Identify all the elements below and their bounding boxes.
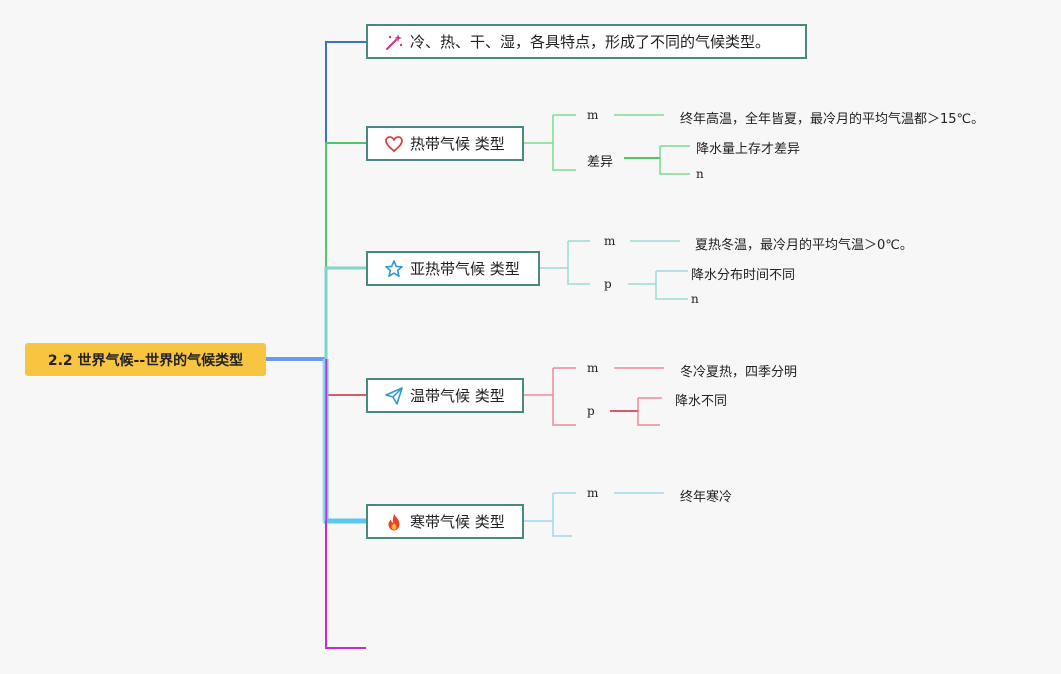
subtropical-sub-m-text[interactable]: 夏热冬温，最冷月的平均气温＞0℃。 — [695, 238, 913, 253]
branch-subtropical[interactable]: 亚热带气候 类型 — [366, 251, 540, 286]
subtropical-connector — [324, 266, 366, 359]
star-icon — [384, 259, 404, 279]
tropical-sub-m[interactable]: m — [587, 108, 599, 122]
subtropical-sub-p-item[interactable]: 降水分布时间不同 — [691, 268, 796, 283]
root-topic-label: 2.2 世界气候--世界的气候类型 — [47, 352, 244, 369]
branch-frigid-label: 寒带气候 类型 — [410, 513, 505, 531]
branch-temperate-label: 温带气候 类型 — [410, 387, 505, 405]
magic-wand-icon — [384, 32, 404, 52]
paper-plane-icon — [384, 386, 404, 406]
temperate-sub-m[interactable]: m — [587, 361, 599, 375]
tropical-connector — [325, 142, 366, 359]
subtropical-sub-m[interactable]: m — [604, 234, 616, 248]
temperate-connector — [325, 359, 366, 396]
tropical-sub-diff[interactable]: 差异 — [587, 155, 614, 170]
branch-intro-label: 冷、热、干、湿，各具特点，形成了不同的气候类型。 — [410, 33, 771, 51]
branch-tropical[interactable]: 热带气候 类型 — [366, 126, 524, 161]
root-topic[interactable]: 2.2 世界气候--世界的气候类型 — [25, 343, 266, 376]
tropical-sub-m-text[interactable]: 终年高温，全年皆夏，最冷月的平均气温都＞15℃。 — [680, 112, 985, 127]
branch-subtropical-label: 亚热带气候 类型 — [410, 260, 520, 278]
subtropical-sub-p-item[interactable]: n — [691, 292, 699, 306]
heart-icon — [384, 134, 404, 154]
branch-frigid[interactable]: 寒带气候 类型 — [366, 504, 524, 539]
branch-temperate[interactable]: 温带气候 类型 — [366, 378, 524, 413]
branch-tropical-label: 热带气候 类型 — [410, 135, 505, 153]
temperate-sub-p[interactable]: p — [587, 404, 595, 418]
frigid-sub-m[interactable]: m — [587, 486, 599, 500]
intro-connector — [325, 41, 366, 359]
temperate-sub-p-item[interactable]: 降水不同 — [675, 394, 728, 409]
fire-icon — [384, 512, 404, 532]
tropical-sub-diff-item[interactable]: 降水量上存才差异 — [696, 142, 801, 157]
branch-intro[interactable]: 冷、热、干、湿，各具特点，形成了不同的气候类型。 — [366, 24, 807, 59]
temperate-sub-m-text[interactable]: 冬冷夏热，四季分明 — [680, 365, 798, 380]
subtropical-sub-p[interactable]: p — [604, 277, 612, 291]
tropical-sub-diff-item[interactable]: n — [696, 167, 704, 181]
frigid-connector — [323, 359, 366, 524]
frigid-sub-m-text[interactable]: 终年寒冷 — [680, 490, 733, 505]
empty-branch-connector — [325, 359, 366, 649]
